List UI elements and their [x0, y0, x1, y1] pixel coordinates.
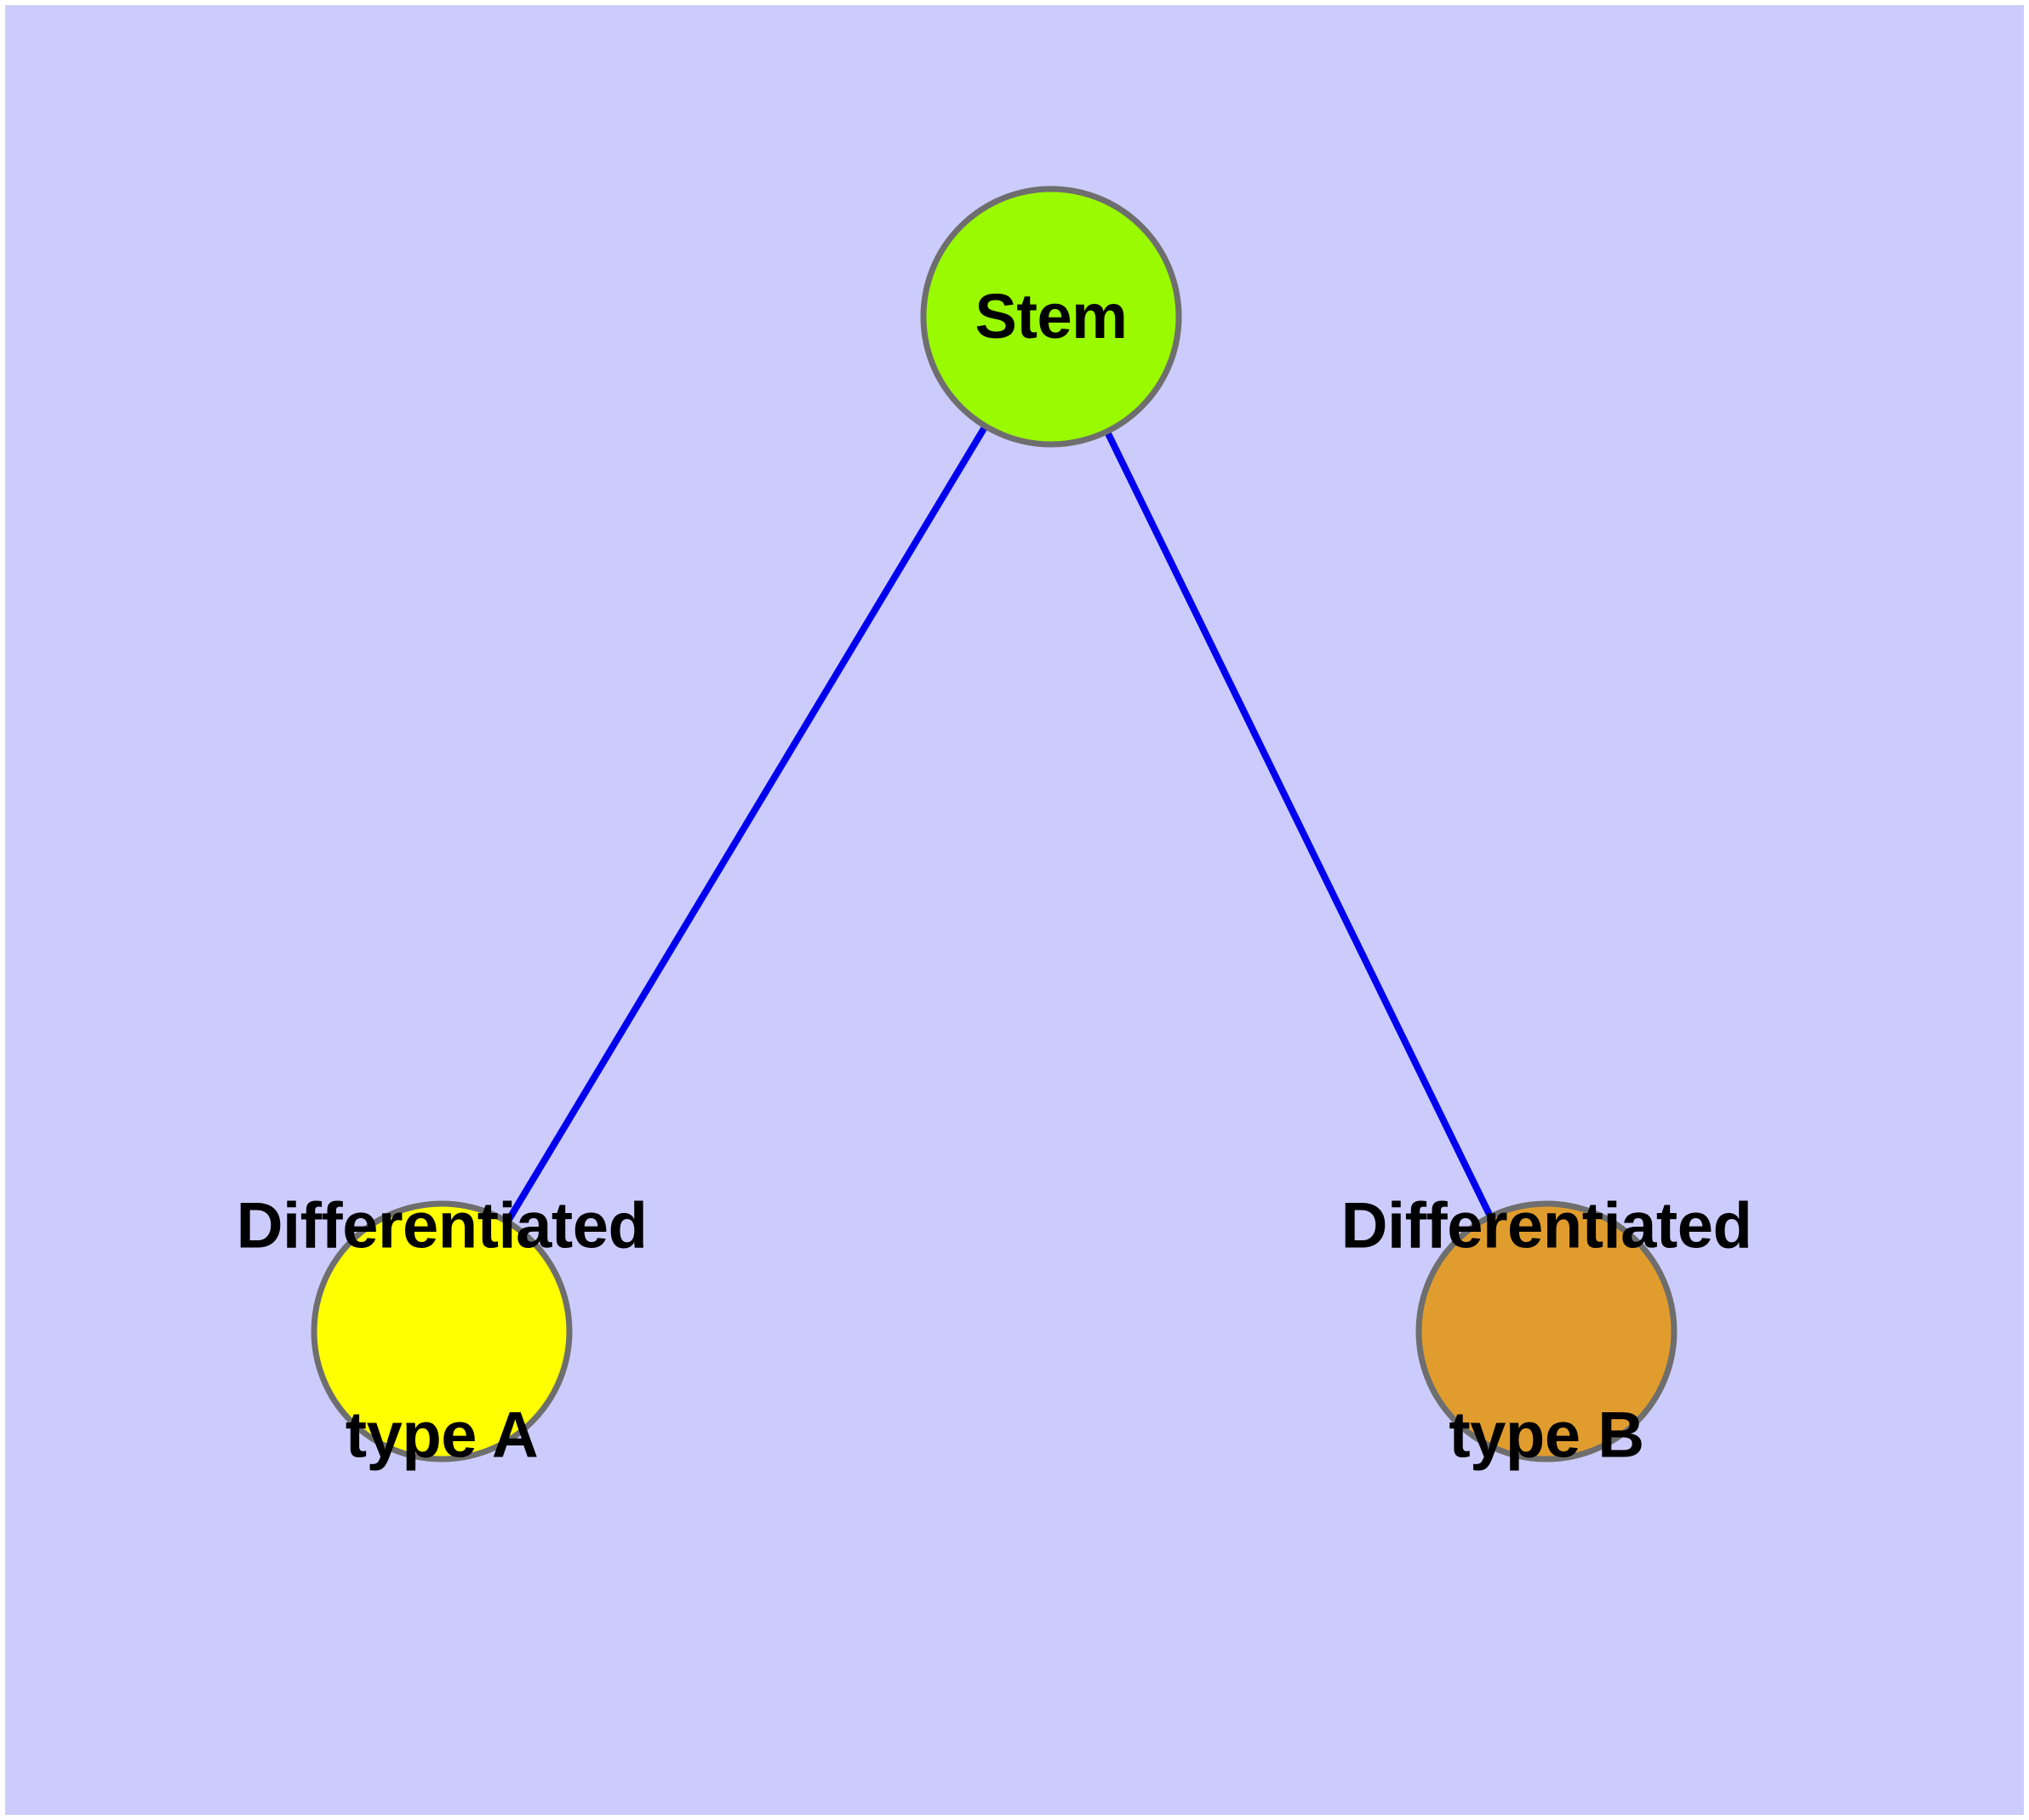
node-differentiated-type-a[interactable]: [311, 1200, 573, 1462]
node-differentiated-type-b[interactable]: [1415, 1200, 1677, 1462]
edge-stem-to-differentiated-type-a[interactable]: [505, 426, 988, 1222]
node-stem[interactable]: [920, 186, 1182, 448]
nodes-group: [311, 186, 1677, 1462]
edge-stem-to-differentiated-type-b[interactable]: [1105, 431, 1493, 1217]
edges-group: [505, 426, 1493, 1222]
